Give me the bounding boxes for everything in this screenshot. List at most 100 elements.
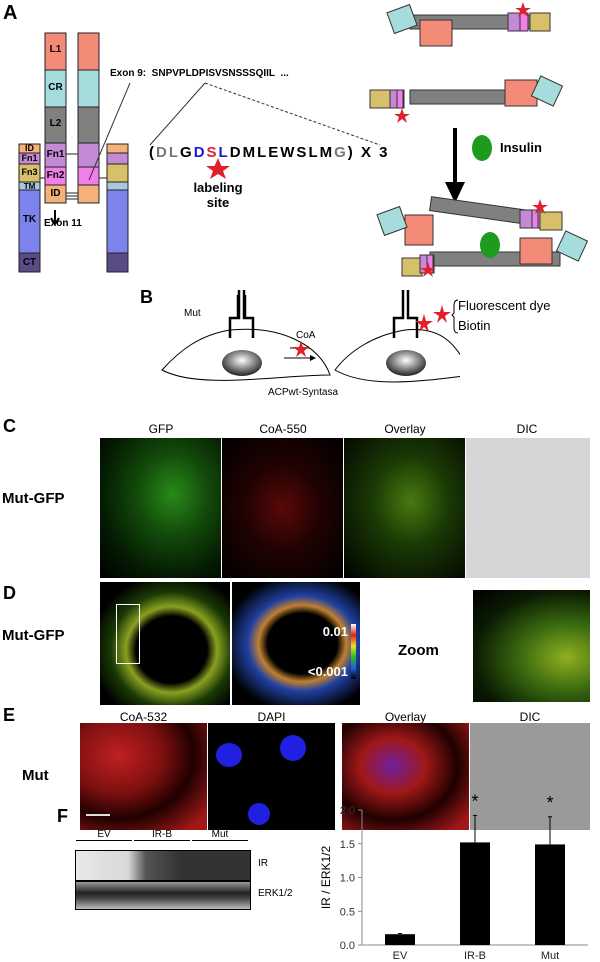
residue: D	[193, 144, 207, 161]
panel-a-label: A	[3, 2, 18, 24]
domain-label-l2: L2	[49, 118, 62, 129]
residue: L	[257, 144, 269, 161]
band-label-erk: ERK1/2	[258, 888, 293, 899]
panel-f-label: F	[57, 806, 68, 826]
y-axis-label: IR / ERK1/2	[319, 845, 333, 909]
column-header-gfp: GFP	[148, 422, 174, 436]
panel-e-row-label: Mut	[22, 767, 49, 784]
micrograph-gfp	[100, 438, 221, 578]
panel-b-label: B	[140, 287, 153, 307]
residue: S	[296, 144, 309, 161]
micrograph-coa532	[80, 723, 207, 830]
receptor-schematic-bound	[376, 196, 589, 277]
exon9-sequence: Exon 9: SNPVPLDPISVSNSSSQIIL ...	[110, 68, 289, 79]
micrograph-coa550	[222, 438, 343, 578]
y-tick-label: 1.0	[340, 873, 355, 885]
lane-label-mut: Mut	[192, 829, 248, 841]
star-icon	[532, 199, 548, 214]
exon11-label: Exon 11	[44, 218, 82, 229]
x-tick-label: EV	[393, 950, 408, 962]
micrograph-dapi	[208, 723, 335, 830]
cell-outline	[161, 328, 331, 381]
receptor-icon	[228, 290, 255, 338]
x-tick-label: Mut	[541, 950, 559, 962]
domain-label-id-beta: ID	[25, 143, 34, 153]
domain-label-cr: CR	[48, 82, 63, 93]
panel-d-label: D	[3, 583, 16, 603]
paren-open: (	[149, 144, 156, 161]
bar-mut	[535, 844, 565, 945]
residue: M	[319, 144, 335, 161]
exon9-pointer-arrow	[88, 82, 131, 181]
band-label-ir: IR	[258, 858, 268, 869]
receptor-schematic-unbound	[369, 3, 564, 109]
labeling-site-label: labeling site	[188, 180, 248, 210]
residue: S	[206, 144, 219, 161]
labeling-site-line1: labeling	[193, 180, 243, 195]
repeat-count: ) X 3	[347, 144, 390, 161]
star-icon	[293, 341, 309, 357]
residue: G	[334, 144, 348, 161]
y-tick-label: 0.5	[340, 906, 355, 918]
legend-biotin: Biotin	[458, 318, 491, 333]
domain-label-tm: TM	[23, 182, 36, 191]
star-icon	[515, 2, 531, 17]
panel-c-label: C	[3, 416, 16, 436]
residue: L	[168, 144, 181, 161]
residue: W	[280, 144, 297, 161]
domain-label-fn3: Fn3	[21, 167, 38, 177]
coa-label: CoA	[296, 330, 316, 341]
scale-high-label: 0.01	[322, 624, 348, 639]
significance-marker: *	[546, 793, 553, 813]
labeling-schematic	[161, 290, 460, 383]
correlation-heatmap: 0.01 <0.001	[232, 582, 360, 705]
residue: L	[218, 144, 230, 161]
column-header-overlay-e: Overlay	[384, 710, 427, 724]
residue: D	[156, 144, 169, 161]
micrograph-overlay-e	[342, 723, 469, 830]
residue: L	[308, 144, 320, 161]
micrograph-overlay	[344, 438, 465, 578]
enzyme-label: ACPwt-Syntasa	[268, 387, 339, 398]
micrograph-dic	[466, 438, 590, 578]
column-header-dic: DIC	[516, 422, 538, 436]
y-tick-label: 0.0	[340, 940, 355, 952]
panel-a-diagram	[18, 2, 589, 277]
residue: M	[242, 144, 258, 161]
bar-ir-b	[460, 842, 490, 945]
bar-ev	[385, 934, 415, 945]
residue: G	[180, 144, 194, 161]
column-header-dapi: DAPI	[257, 710, 286, 724]
column-header-dic-e: DIC	[519, 710, 541, 724]
insulin-ligand-icon	[472, 135, 492, 161]
labeling-site-line2: site	[206, 195, 230, 210]
insulin-label: Insulin	[500, 140, 542, 155]
panel-c-row-label: Mut-GFP	[2, 490, 65, 507]
mut-label: Mut	[184, 308, 201, 319]
domain-label-id: ID	[50, 188, 61, 199]
significance-marker: *	[471, 791, 478, 811]
nucleus	[222, 350, 262, 376]
legend-fluorescent-dye: Fluorescent dye	[458, 298, 551, 313]
panel-e-label: E	[3, 705, 16, 725]
zoom-label: Zoom	[398, 642, 439, 659]
panel-d-row-label: Mut-GFP	[2, 627, 65, 644]
column-header-coa532: CoA-532	[119, 710, 168, 724]
receptor-alpha-bar-2	[77, 32, 100, 204]
micrograph-dic-e	[470, 723, 590, 830]
star-icon	[420, 262, 436, 277]
cell-outline	[334, 328, 460, 383]
y-tick-label: 2.0	[340, 805, 355, 817]
star-icon	[394, 108, 410, 123]
domain-label-ct: CT	[22, 257, 37, 268]
column-header-overlay: Overlay	[384, 422, 426, 436]
residue: D	[229, 144, 243, 161]
domain-label-fn1: Fn1	[46, 149, 65, 160]
zoom-region-box[interactable]	[116, 604, 140, 664]
lane-label-irb: IR-B	[134, 829, 190, 841]
residue: E	[268, 144, 281, 161]
x-tick-label: IR-B	[464, 950, 486, 962]
lane-label-ev: EV	[76, 829, 132, 841]
domain-label-fn1-beta: Fn1	[21, 153, 38, 163]
